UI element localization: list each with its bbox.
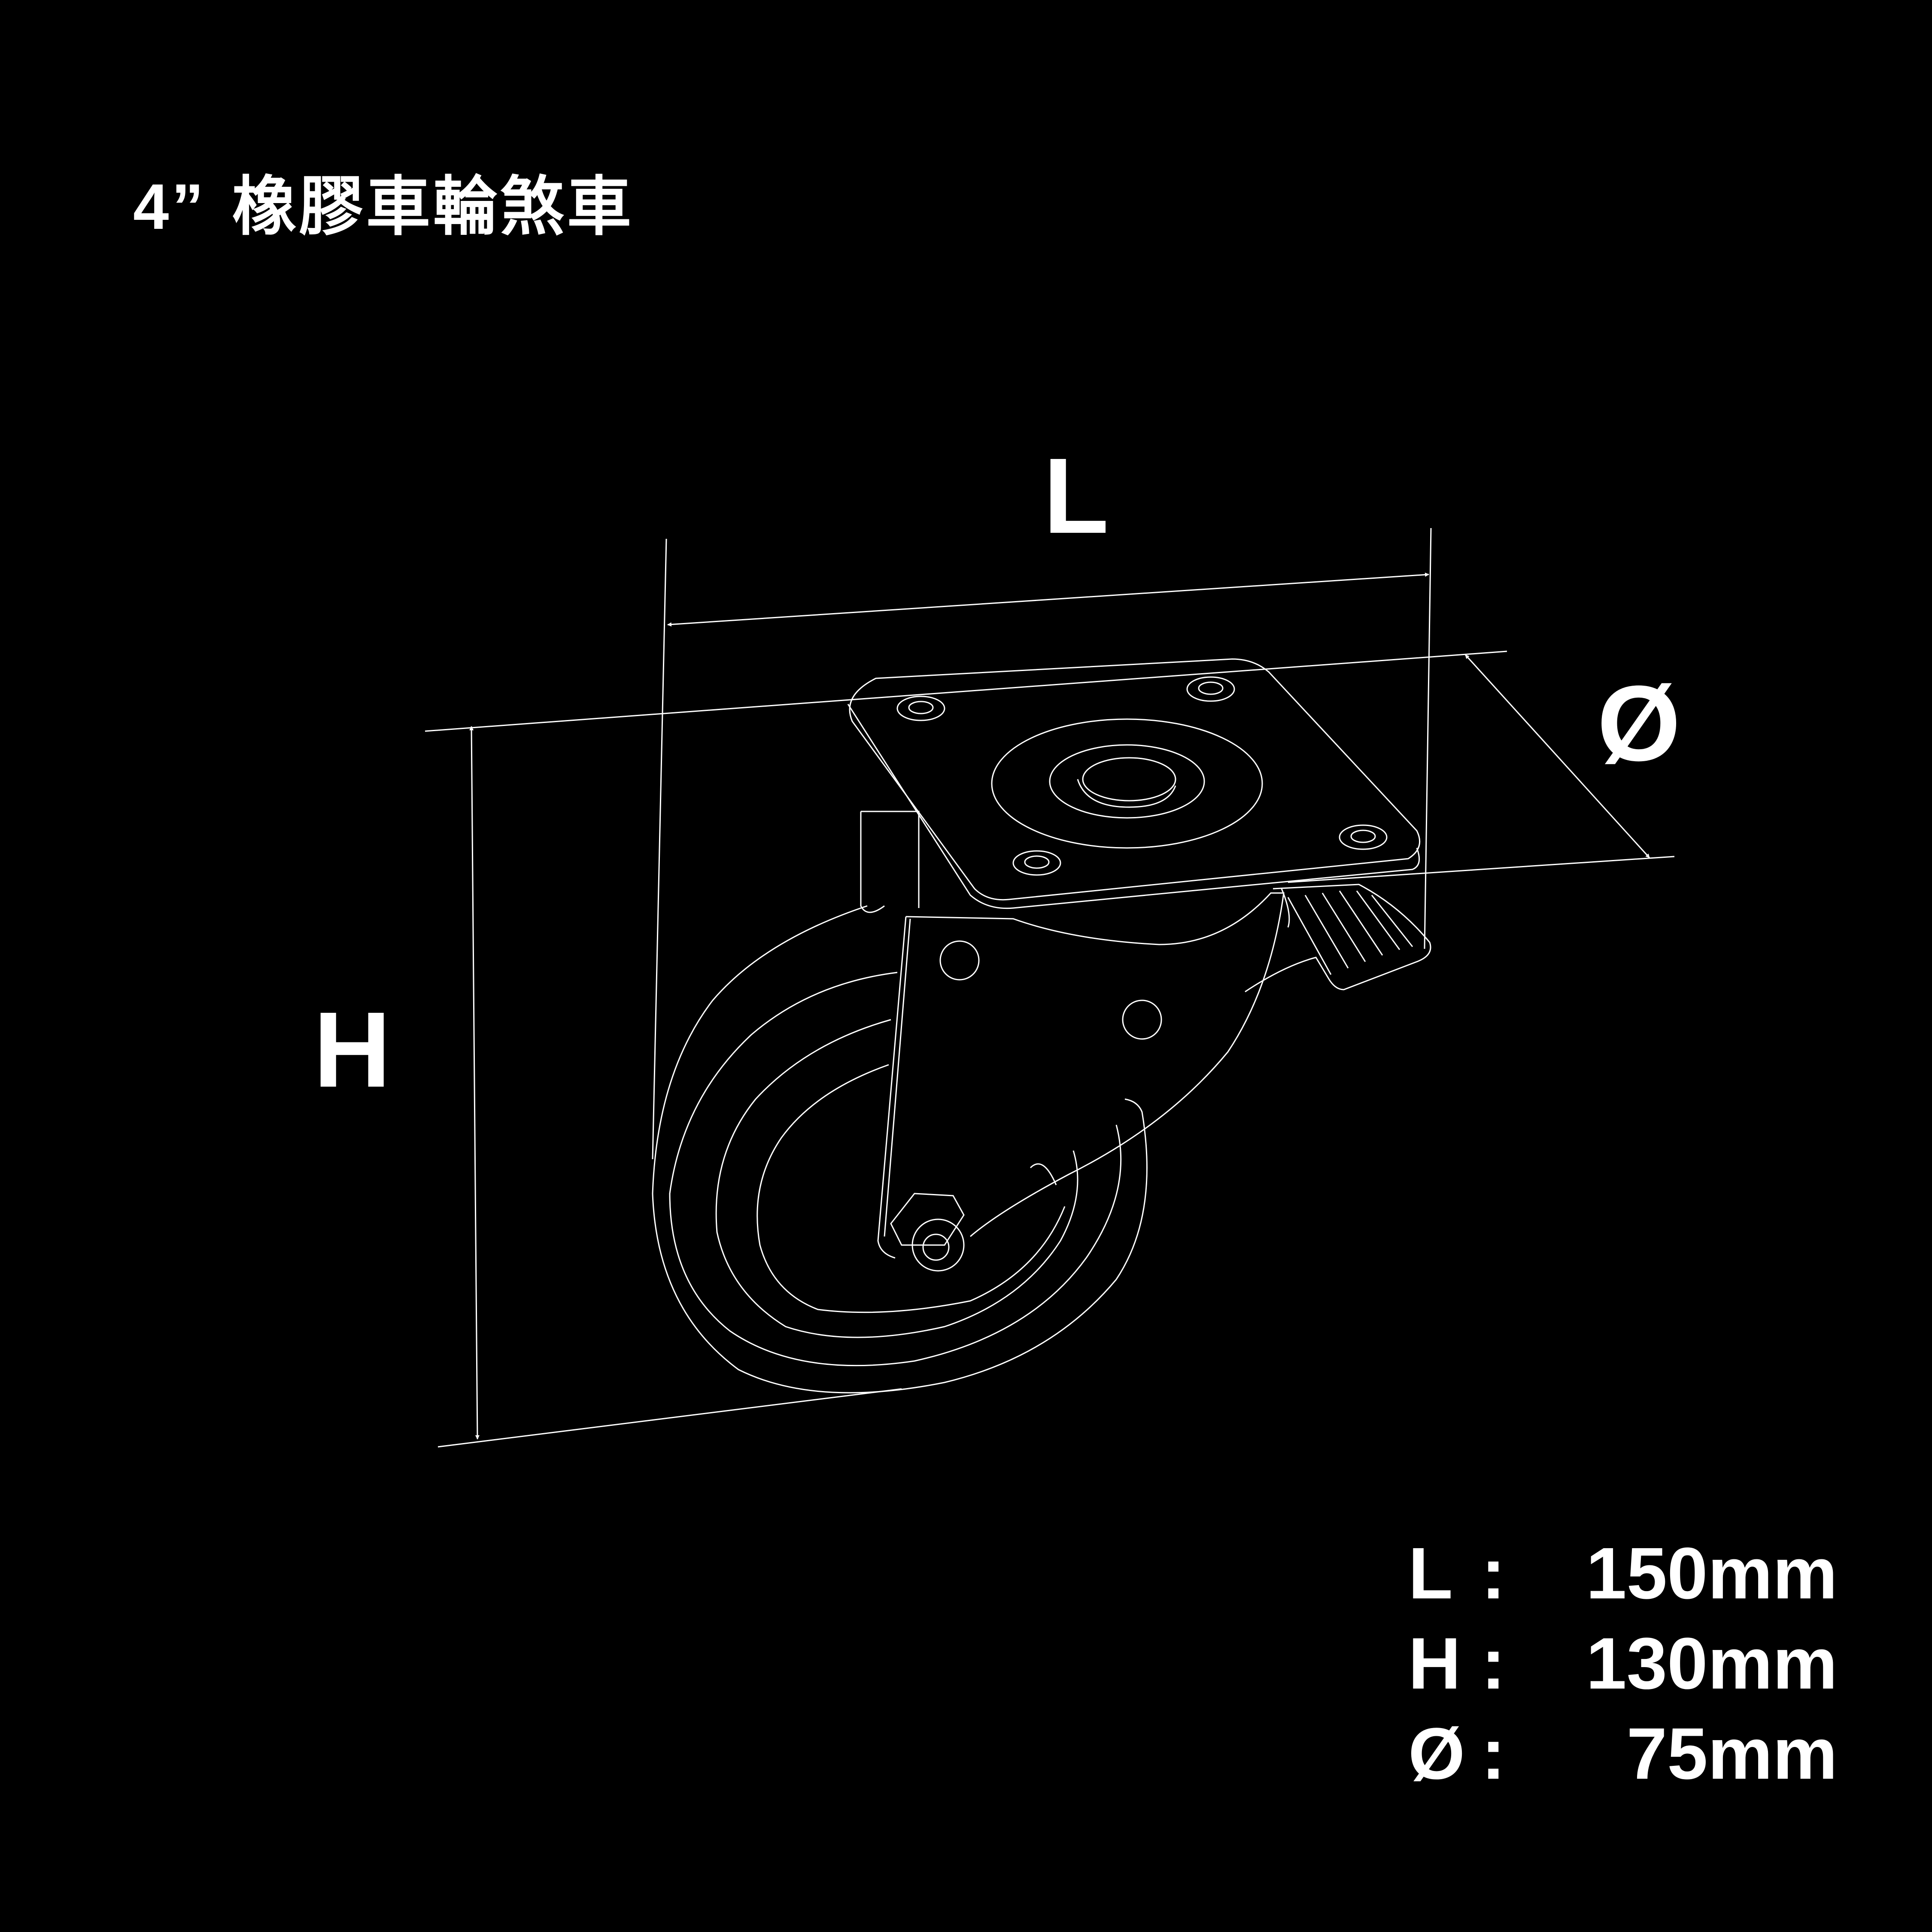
h-dimension-arrow: [469, 726, 480, 1440]
product-title: 4” 橡膠車輪煞車: [133, 155, 634, 248]
mounting-hole-1: [896, 696, 945, 721]
fork-rivet-2: [1122, 999, 1162, 1040]
l-extension-right: [1424, 528, 1432, 949]
axle-outer: [911, 1218, 965, 1272]
caster-fork: [905, 892, 1285, 1237]
spec-separator: :: [1481, 1623, 1506, 1704]
tire-outer: [652, 905, 1148, 1394]
dimension-label-diameter: Ø: [1597, 663, 1681, 783]
spec-key: Ø: [1408, 1713, 1465, 1795]
swivel-ring-mid: [1049, 744, 1205, 819]
axle-inner: [922, 1233, 950, 1261]
spec-row-length: L : 150mm: [1408, 1528, 1838, 1619]
mounting-hole-4: [1012, 850, 1061, 876]
spec-separator: :: [1481, 1533, 1506, 1614]
spec-key: H: [1408, 1623, 1461, 1704]
axle-bracket: [890, 1193, 965, 1246]
spec-row-diameter: Ø : 75mm: [1408, 1709, 1838, 1799]
swivel-ring-inner: [1082, 757, 1176, 802]
swivel-ring-outer: [991, 718, 1263, 849]
wheel-rim-outer: [715, 1019, 1078, 1338]
spec-row-height: H : 130mm: [1408, 1619, 1838, 1709]
l-dimension-arrow: [667, 572, 1429, 627]
spec-value: 75mm: [1626, 1713, 1838, 1795]
mounting-plate: [849, 658, 1421, 901]
spec-value: 150mm: [1586, 1533, 1838, 1614]
dimension-label-height: H: [313, 990, 391, 1109]
wheel-size: 4”: [133, 170, 207, 243]
spec-key: L: [1408, 1533, 1453, 1614]
spec-separator: :: [1481, 1713, 1506, 1795]
tire-inner-edge: [669, 972, 1122, 1367]
product-name: 橡膠車輪煞車: [232, 170, 634, 243]
top-reference-line: [425, 650, 1507, 732]
fork-rivet-1: [939, 940, 980, 981]
brake-pedal: [1245, 884, 1431, 993]
mounting-plate-edge: [847, 704, 1420, 909]
mounting-hole-2: [1186, 676, 1235, 702]
diameter-dimension-arrow: [1464, 654, 1650, 859]
swivel-housing: [861, 811, 920, 908]
spec-value: 130mm: [1586, 1623, 1838, 1704]
wheel-rim-inner: [756, 1064, 1066, 1313]
l-extension-left: [652, 538, 667, 1160]
plate-reference-line: [1288, 856, 1675, 883]
spec-table: L : 150mm H : 130mm Ø : 75mm: [1408, 1528, 1838, 1799]
dimension-label-length: L: [1043, 436, 1109, 556]
bottom-reference-line: [437, 1388, 902, 1448]
mounting-hole-3: [1339, 824, 1388, 850]
